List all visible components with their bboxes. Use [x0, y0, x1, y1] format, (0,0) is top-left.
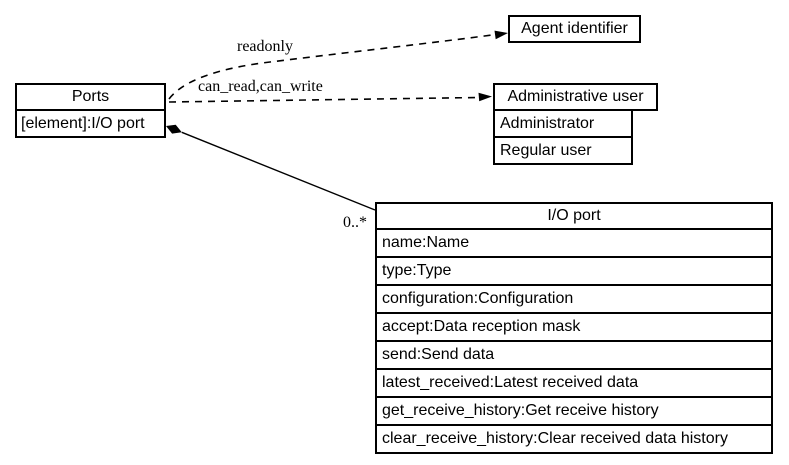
- class-node-agent-identifier: Agent identifier: [508, 15, 641, 43]
- class-node-ports: Ports [element]:I/O port: [15, 83, 166, 138]
- arrowhead-icon: [478, 92, 492, 102]
- attribute-row: Regular user: [493, 136, 633, 165]
- attribute-row: latest_received:Latest received data: [375, 368, 773, 398]
- attribute-row: Administrator: [493, 109, 633, 138]
- edge-label-can-read-can-write: can_read,can_write: [198, 78, 323, 95]
- attribute-row: clear_receive_history:Clear received dat…: [375, 424, 773, 454]
- attribute-row: send:Send data: [375, 340, 773, 370]
- class-title-io-port: I/O port: [375, 202, 773, 230]
- class-title-label: I/O port: [547, 207, 601, 224]
- class-title-ports: Ports: [15, 83, 166, 111]
- class-title-label: Ports: [71, 88, 110, 105]
- attribute-list-ports: [element]:I/O port: [15, 109, 166, 138]
- attribute-row: type:Type: [375, 256, 773, 286]
- class-title-label: Agent identifier: [521, 20, 628, 37]
- arrowhead-icon: [494, 30, 508, 40]
- composition-diamond-icon: [166, 124, 182, 134]
- edge-can-read-line: [168, 96, 480, 103]
- edge-composition-line: [181, 131, 376, 211]
- attribute-row: name:Name: [375, 228, 773, 258]
- edge-label-multiplicity: 0..*: [343, 214, 367, 231]
- attribute-row: accept:Data reception mask: [375, 312, 773, 342]
- attribute-row: configuration:Configuration: [375, 284, 773, 314]
- attribute-row: get_receive_history:Get receive history: [375, 396, 773, 426]
- edge-composition-io-port: [166, 124, 376, 211]
- class-title-label: Administrative user: [507, 88, 644, 105]
- edge-label-readonly: readonly: [237, 38, 293, 55]
- class-title-administrative-user: Administrative user: [493, 83, 658, 111]
- class-title-agent-identifier: Agent identifier: [508, 15, 641, 43]
- attribute-row: [element]:I/O port: [15, 109, 166, 138]
